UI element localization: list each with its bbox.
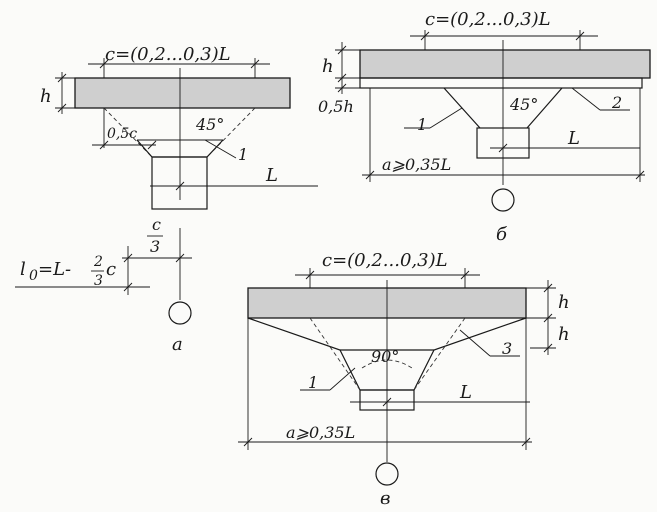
fig-a-axis-bubble <box>168 301 192 325</box>
fig-v-tick <box>521 437 531 447</box>
fig-v-axis-bubble <box>375 462 399 486</box>
fig-a-caption: а <box>172 334 183 355</box>
figure-b: c=(0,2...0,3)L h 0,5h 45° 1 2 L <box>318 9 651 245</box>
fig-a-l0-rhs: =L- <box>38 259 71 280</box>
fig-b-leader-1 <box>429 107 463 129</box>
fig-b-tick <box>498 143 508 153</box>
fig-a-tick <box>123 253 133 263</box>
fig-b-num1: 1 <box>417 115 427 134</box>
figure-a: c=(0,2...0,3)L h 0,5c 45° <box>15 44 318 355</box>
fig-a-tick <box>57 103 67 113</box>
fig-a-tick <box>99 140 109 150</box>
fig-v-num3: 3 <box>502 339 512 358</box>
fig-b-drop-panel <box>359 77 643 89</box>
fig-v-h2-label: h <box>558 324 570 345</box>
fig-a-column <box>151 156 208 210</box>
fig-a-l0-sub: 0 <box>29 268 38 284</box>
fig-b-haunch-right <box>526 87 563 129</box>
fig-a-l0-lhs: l <box>20 259 26 280</box>
fig-a-h-label: h <box>40 86 52 107</box>
fig-a-tick <box>175 181 185 191</box>
fig-a-frac-num: 2 <box>93 254 103 270</box>
fig-a-tick <box>175 253 185 263</box>
fig-v-tick <box>243 437 253 447</box>
fig-a-frac-tail: c <box>106 259 116 280</box>
fig-b-column <box>476 127 530 159</box>
fig-v-h1-label: h <box>558 292 570 313</box>
fig-b-L: L <box>567 128 580 149</box>
fig-b-a-cond: a⩾0,35L <box>382 155 451 174</box>
fig-v-caption: в <box>380 488 390 509</box>
fig-a-tick <box>57 73 67 83</box>
fig-a-tick <box>250 59 260 69</box>
fig-a-tick <box>123 282 133 292</box>
fig-b-tick <box>337 73 347 83</box>
fig-v-tick <box>460 270 470 280</box>
fig-a-tick <box>147 140 157 150</box>
fig-v-tick <box>543 313 553 323</box>
fig-a-tick <box>99 59 109 69</box>
fig-a-c-formula: c=(0,2...0,3)L <box>105 44 231 65</box>
fig-v-num1: 1 <box>308 373 318 392</box>
fig-a-slab <box>74 77 291 109</box>
fig-b-tick <box>575 31 585 41</box>
fig-b-axis-bubble <box>491 188 515 212</box>
fig-v-tick <box>382 397 392 407</box>
fig-v-tick <box>305 270 315 280</box>
fig-v-c-formula: c=(0,2...0,3)L <box>322 250 448 271</box>
fig-b-num2: 2 <box>611 93 622 112</box>
fig-v-leader-3 <box>459 329 491 357</box>
fig-b-angle: 45° <box>509 95 538 114</box>
fig-a-c3-den: 3 <box>150 237 160 256</box>
fig-v-a-cond: a⩾0,35L <box>286 423 355 442</box>
fig-b-half-h: 0,5h <box>318 97 354 116</box>
fig-a-half-c: 0,5c <box>107 126 137 142</box>
fig-a-num1: 1 <box>238 145 248 164</box>
fig-b-tick <box>365 170 375 180</box>
fig-b-tick <box>337 83 347 93</box>
fig-v-L: L <box>459 382 472 403</box>
figure-v: c=(0,2...0,3)L h h 90° L 1 <box>238 250 570 509</box>
fig-b-tick <box>635 170 645 180</box>
fig-a-L: L <box>265 165 278 186</box>
fig-b-slab <box>359 49 651 79</box>
fig-v-tick <box>543 343 553 353</box>
fig-b-tick <box>337 45 347 55</box>
fig-v-tick <box>543 283 553 293</box>
fig-a-l0-l: l <box>20 259 26 280</box>
fig-a-leader-1 <box>204 139 237 159</box>
fig-a-frac-den: 3 <box>94 273 103 289</box>
fig-b-leader-2 <box>571 87 601 111</box>
fig-b-caption: б <box>496 224 508 245</box>
fig-a-c3-num: c <box>152 215 161 234</box>
fig-b-c-formula: c=(0,2...0,3)L <box>425 9 551 30</box>
fig-v-leader-1 <box>329 367 356 391</box>
fig-b-tick <box>420 31 430 41</box>
fig-v-dash <box>413 317 466 391</box>
fig-v-dash <box>309 317 361 391</box>
fig-v-angle: 90° <box>371 347 399 366</box>
fig-v-column <box>359 389 415 411</box>
fig-b-h-label: h <box>322 56 334 77</box>
fig-a-angle: 45° <box>195 115 224 134</box>
